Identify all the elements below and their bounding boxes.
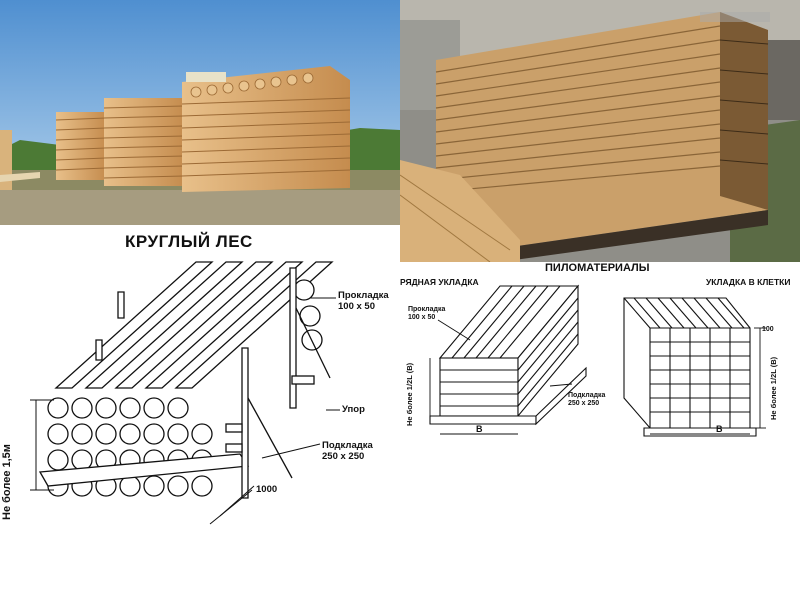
lumber-stack — [435, 12, 769, 262]
round-stop-label: Упор — [342, 404, 365, 415]
round-width-label: 1000 — [256, 484, 278, 495]
lumber-height-right-label: Не более 1/2L (B) — [769, 356, 778, 420]
round-timber-photo — [0, 0, 400, 225]
lumber-height-left-label: Не более 1/2L (B) — [405, 362, 414, 426]
lumber-spacer-label: Прокладка 100 х 50 — [408, 306, 446, 321]
log-stack-3 — [181, 66, 351, 192]
log-stack-2 — [103, 98, 185, 186]
round-timber-title: КРУГЛЫЙ ЛЕС — [125, 232, 253, 251]
cage-stacking-title: УКЛАДКА В КЛЕТКИ — [706, 277, 791, 287]
row-stacking-title: РЯДНАЯ УКЛАДКА — [400, 277, 479, 287]
log-stack-1 — [55, 112, 107, 180]
lumber-base-label: Подкладка 250 х 250 — [568, 392, 606, 407]
lumber-gap-label: 100 — [762, 326, 774, 333]
lumber-title: ПИЛОМАТЕРИАЛЫ — [545, 262, 650, 274]
round-base-label: Подкладка 250 х 250 — [322, 440, 373, 462]
round-timber-diagram — [0, 228, 400, 600]
round-spacer-label: Прокладка 100 х 50 — [338, 290, 389, 312]
lumber-diagram — [400, 258, 800, 600]
round-height-label: Не более 1,5м — [1, 444, 13, 520]
lumber-width-left-label: В — [476, 424, 483, 434]
lumber-photo — [400, 0, 800, 262]
lumber-width-right-label: В — [716, 424, 723, 434]
